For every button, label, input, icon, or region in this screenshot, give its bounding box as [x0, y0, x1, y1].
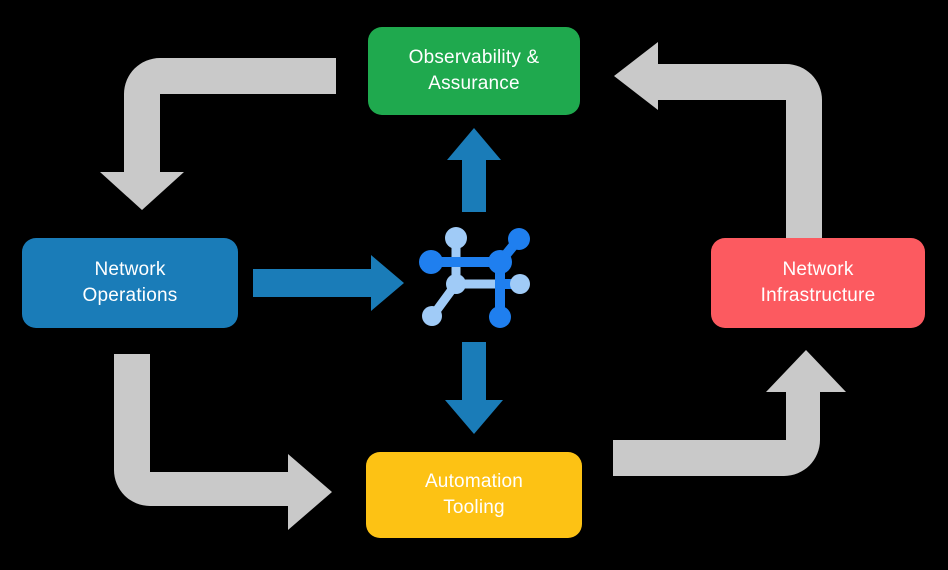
blue-arrow-center-to-automation — [445, 342, 503, 434]
blue-arrow-center-to-observability — [447, 128, 501, 212]
node-automation-tooling-label: Automation Tooling — [424, 471, 524, 518]
node-automation-tooling[interactable]: Automation Tooling — [366, 452, 582, 538]
gray-arrow-infrastructure-to-observability — [614, 42, 822, 238]
topology-nodes — [419, 227, 530, 328]
gray-arrow-operations-to-automation — [114, 354, 332, 530]
gray-arrow-automation-to-infrastructure — [613, 350, 846, 476]
blue-arrow-operations-to-center — [253, 255, 404, 311]
node-network-infrastructure[interactable]: Network Infrastructure — [711, 238, 925, 328]
gray-arrow-observability-to-operations — [100, 58, 336, 210]
node-observability-label: Observability & Assurance — [408, 47, 540, 94]
node-network-operations[interactable]: Network Operations — [22, 238, 238, 328]
node-observability-assurance[interactable]: Observability & Assurance — [368, 27, 580, 115]
node-network-infrastructure-label: Network Infrastructure — [760, 259, 876, 306]
topology-edges-secondary — [429, 235, 505, 319]
network-topology-icon — [418, 218, 534, 334]
node-network-operations-label: Network Operations — [82, 259, 178, 306]
